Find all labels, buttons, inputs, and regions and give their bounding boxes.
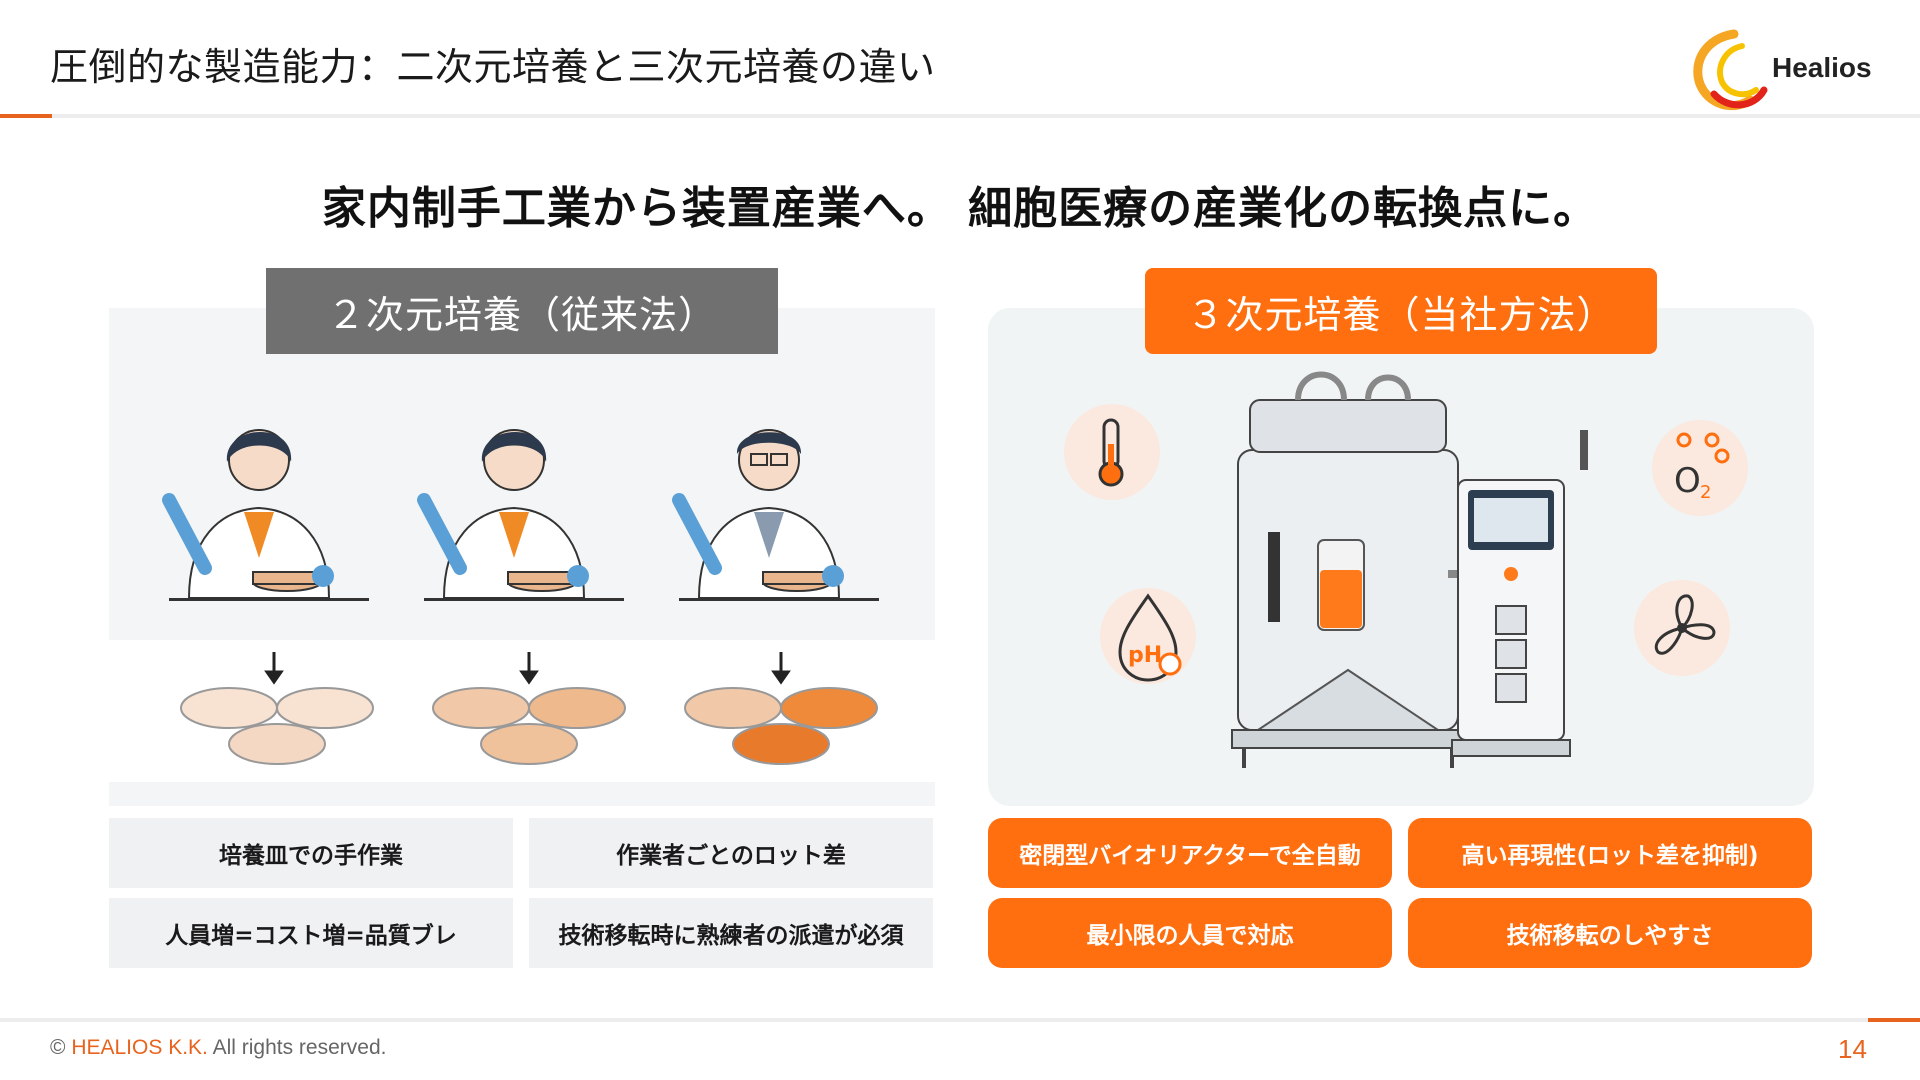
down-arrows-icon [264,652,791,685]
bioreactor-illustration: O 2 pH [1064,371,1748,768]
petri-dishes-sparse-icon [180,687,374,765]
company-name: HEALIOS K.K. [71,1036,208,1059]
healios-logo-icon [1693,29,1768,111]
petri-dishes-dense-icon [684,687,878,765]
point-easy-tech-transfer: 技術移転のしやすさ [1408,898,1812,968]
stirring-fan-icon [1634,580,1730,676]
logo-text: Healios [1772,52,1872,83]
tag-3d-culture: ３次元培養（当社方法） [1145,268,1657,354]
control-unit-icon [1448,430,1588,757]
scientist-1-icon [162,429,369,601]
petri-dishes-medium-icon [432,687,626,765]
o2-label: O [1674,461,1701,501]
point-high-reproducibility: 高い再現性(ロット差を抑制) [1408,818,1812,888]
ph-label: pH [1128,643,1162,668]
bioreactor-vessel-icon [1231,371,1465,768]
point-closed-bioreactor-automation: 密閉型バイオリアクターで全自動 [988,818,1392,888]
headline: 家内制手工業から装置産業へ。 細胞医療の産業化の転換点に。 [321,183,1599,234]
point-expert-dispatch-required: 技術移転時に熟練者の派遣が必須 [529,898,933,968]
header-divider-accent [0,114,52,118]
ph-icon: pH [1100,588,1196,684]
copyright: © HEALIOS K.K. All rights reserved. [50,1036,386,1060]
point-lot-variation-by-operator: 作業者ごとのロット差 [529,818,933,888]
o2-icon: O 2 [1652,420,1748,516]
point-minimal-staff: 最小限の人員で対応 [988,898,1392,968]
scientist-3-icon [672,429,879,601]
page-title: 圧倒的な製造能力：二次元培養と三次元培養の違い [50,45,936,89]
thermometer-icon [1064,404,1160,500]
point-manual-dish-work: 培養皿での手作業 [109,818,513,888]
scientists-illustration [162,429,879,765]
tag-2d-culture: ２次元培養（従来法） [266,268,778,354]
point-staff-cost-quality: 人員増=コスト増=品質ブレ [109,898,513,968]
o2-subscript: 2 [1700,482,1711,503]
footer-divider [0,1018,1920,1022]
page-number: 14 [1838,1034,1867,1064]
rights-text: All rights reserved. [212,1036,387,1059]
scientist-2-icon [417,429,624,601]
footer-divider-accent [1868,1018,1920,1022]
copyright-symbol: © [50,1036,66,1059]
header-divider [0,114,1920,118]
